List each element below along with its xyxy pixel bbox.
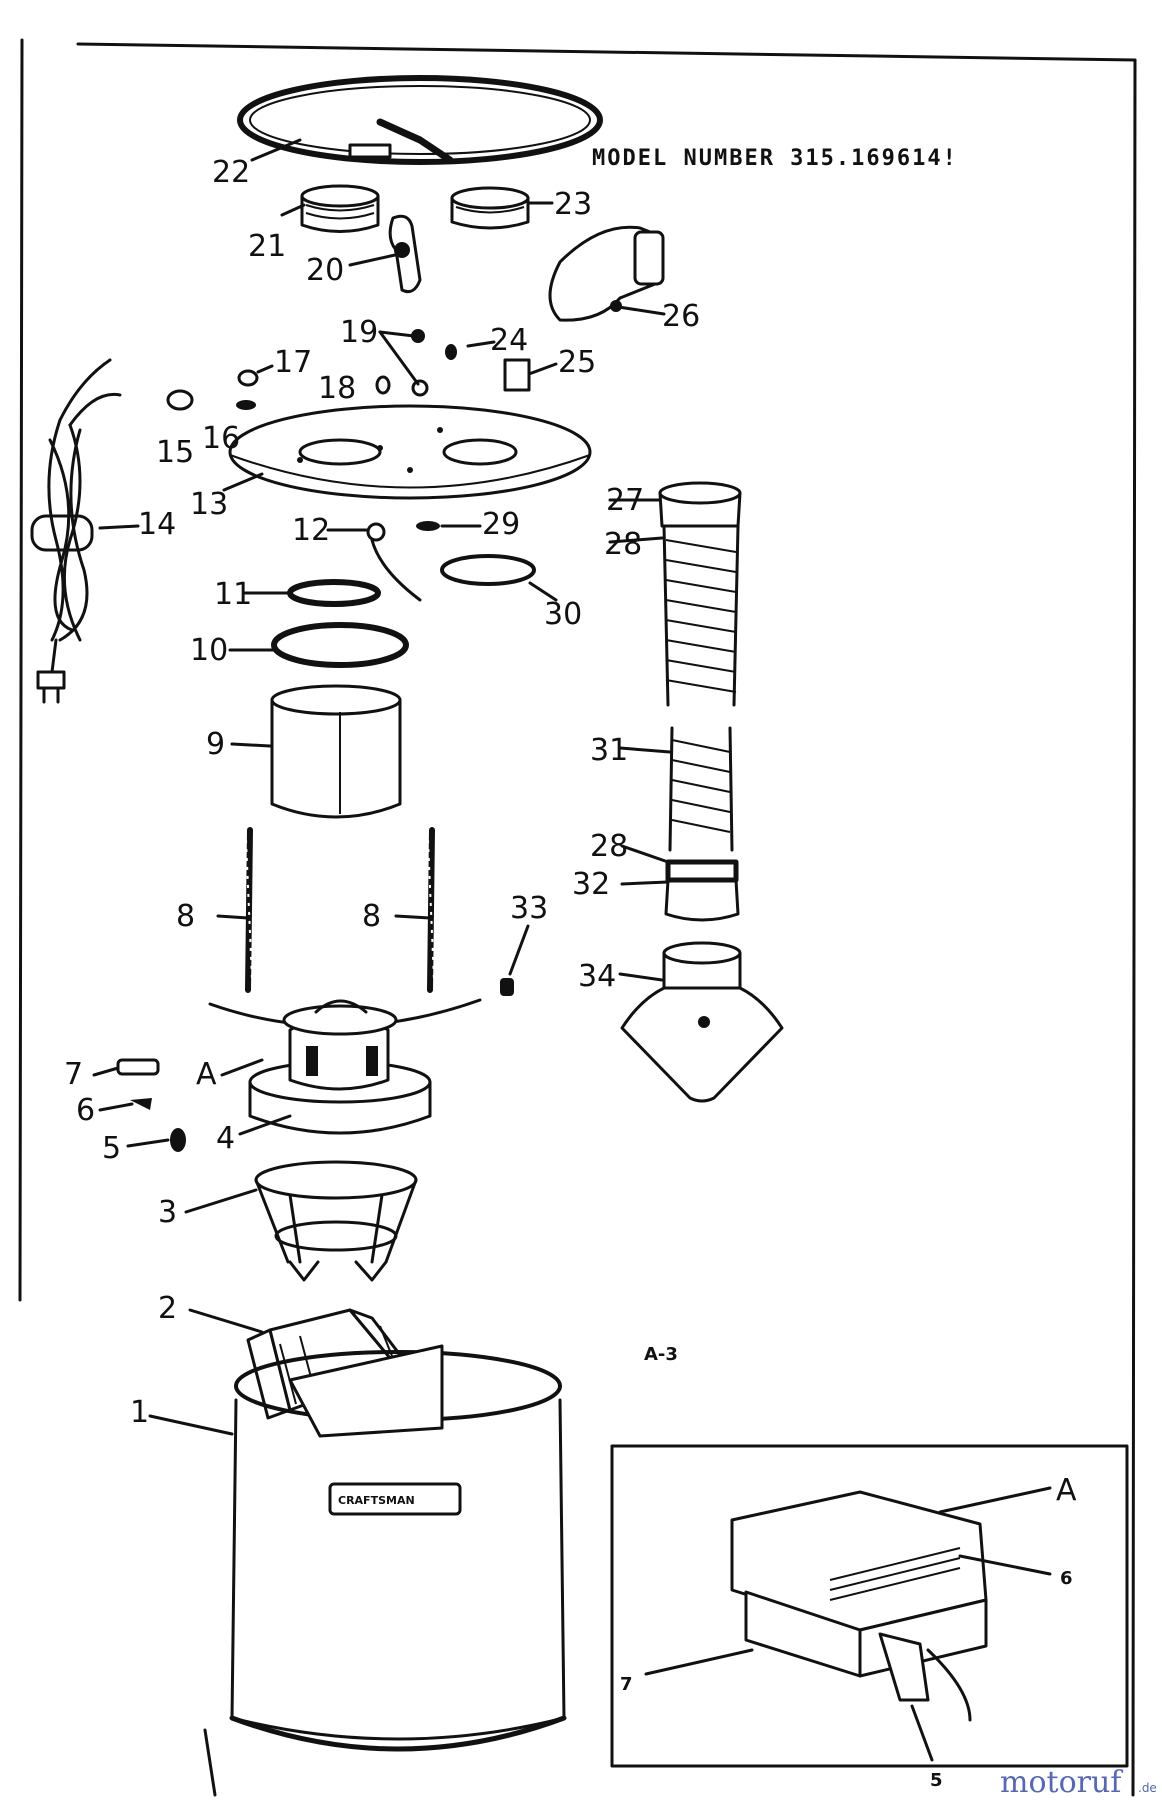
label-part-2: 2	[158, 1291, 177, 1326]
label-part-34: 34	[578, 959, 616, 994]
part-9-filter	[270, 684, 402, 819]
label-part-28-upper: 28	[604, 527, 642, 562]
part-14-power-cord	[30, 358, 122, 704]
part-30-gasket	[440, 554, 536, 586]
part-8-rod-right	[427, 827, 435, 993]
part-15-knob	[166, 389, 194, 411]
label-part-A: A	[196, 1057, 217, 1092]
label-part-29: 29	[482, 507, 520, 542]
part-1-canister: CRAFTSMAN	[229, 1344, 567, 1752]
label-part-4: 4	[216, 1121, 235, 1156]
label-part-20: 20	[306, 253, 344, 288]
label-part-8-left: 8	[176, 899, 195, 934]
label-part-14: 14	[138, 507, 176, 542]
label-part-18: 18	[318, 371, 356, 406]
model-number: MODEL NUMBER 315.169614!	[592, 146, 958, 171]
label-part-31: 31	[590, 733, 628, 768]
part-32-hose-cuff	[664, 859, 740, 922]
inset-detail	[610, 1444, 1129, 1768]
label-part-19: 19	[340, 315, 378, 350]
part-10-gasket	[271, 622, 409, 668]
label-part-24: 24	[490, 323, 528, 358]
part-17-nut	[237, 369, 259, 387]
part-24-grommet	[445, 344, 457, 360]
part-23-collar	[450, 186, 530, 230]
watermark-suffix: .de	[1138, 1781, 1157, 1795]
figure-ref: A-3	[644, 1344, 678, 1365]
label-part-32: 32	[572, 867, 610, 902]
label-part-15: 15	[156, 435, 194, 470]
part-21-collar	[300, 184, 380, 233]
part-8-rod-left	[245, 827, 253, 993]
part-19-nut	[411, 329, 429, 397]
label-part-1: 1	[130, 1395, 149, 1430]
part-34-nozzle	[620, 941, 784, 1103]
part-6-clip	[130, 1098, 152, 1110]
label-part-28-lower: 28	[590, 829, 628, 864]
part-7-connector	[116, 1058, 160, 1076]
inset-label-7: 7	[620, 1674, 633, 1695]
part-29-washer	[416, 521, 440, 531]
part-33-fitting	[500, 978, 514, 996]
label-part-5: 5	[102, 1131, 121, 1166]
label-part-11: 11	[214, 577, 252, 612]
label-part-10: 10	[190, 633, 228, 668]
part-28-hose-upper	[662, 524, 740, 707]
part-13-lid	[228, 404, 592, 500]
label-part-21: 21	[248, 229, 286, 264]
part-20-switch	[388, 214, 422, 294]
label-part-8-right: 8	[362, 899, 381, 934]
label-part-33: 33	[510, 891, 548, 926]
label-part-30: 30	[544, 597, 582, 632]
inset-label-5: 5	[930, 1770, 943, 1791]
part-12-switch	[366, 522, 422, 602]
label-part-13: 13	[190, 487, 228, 522]
label-part-26: 26	[662, 299, 700, 334]
part-31-hose-lower	[668, 726, 734, 852]
label-part-22: 22	[212, 155, 250, 190]
label-part-12: 12	[292, 513, 330, 548]
part-22-clamp-ring	[237, 75, 603, 165]
label-part-23: 23	[554, 187, 592, 222]
watermark-text: motoruf	[1000, 1765, 1123, 1800]
part-27-hose-cuff	[658, 481, 742, 528]
label-part-9: 9	[206, 727, 225, 762]
label-part-25: 25	[558, 345, 596, 380]
watermark: motoruf .de	[1000, 1765, 1157, 1800]
label-part-16: 16	[202, 421, 240, 456]
part-4-motor	[208, 998, 482, 1135]
label-part-3: 3	[158, 1195, 177, 1230]
label-part-7: 7	[64, 1057, 83, 1092]
part-25-block	[503, 358, 531, 392]
inset-label-A: A	[1056, 1473, 1077, 1508]
part-18-screw	[375, 375, 391, 395]
part-5-screw	[170, 1128, 186, 1152]
part-16-washer	[236, 400, 256, 410]
inset-label-6: 6	[1060, 1568, 1073, 1589]
label-part-17: 17	[274, 345, 312, 380]
leader-lines	[92, 138, 672, 1436]
callout-labels: 1 2 3 4 5 6 7 A 8 8 9 10 11 12 13 14 15 …	[64, 155, 700, 1430]
label-part-27: 27	[606, 483, 644, 518]
inset-labels: A 6 7 5	[620, 1473, 1077, 1791]
label-part-6: 6	[76, 1093, 95, 1128]
part-26-elbow	[548, 225, 665, 322]
part-11-gasket	[287, 579, 381, 607]
brand-plate: CRAFTSMAN	[338, 1494, 415, 1507]
page-frame	[18, 38, 1137, 1797]
part-3-cage	[254, 1160, 418, 1282]
